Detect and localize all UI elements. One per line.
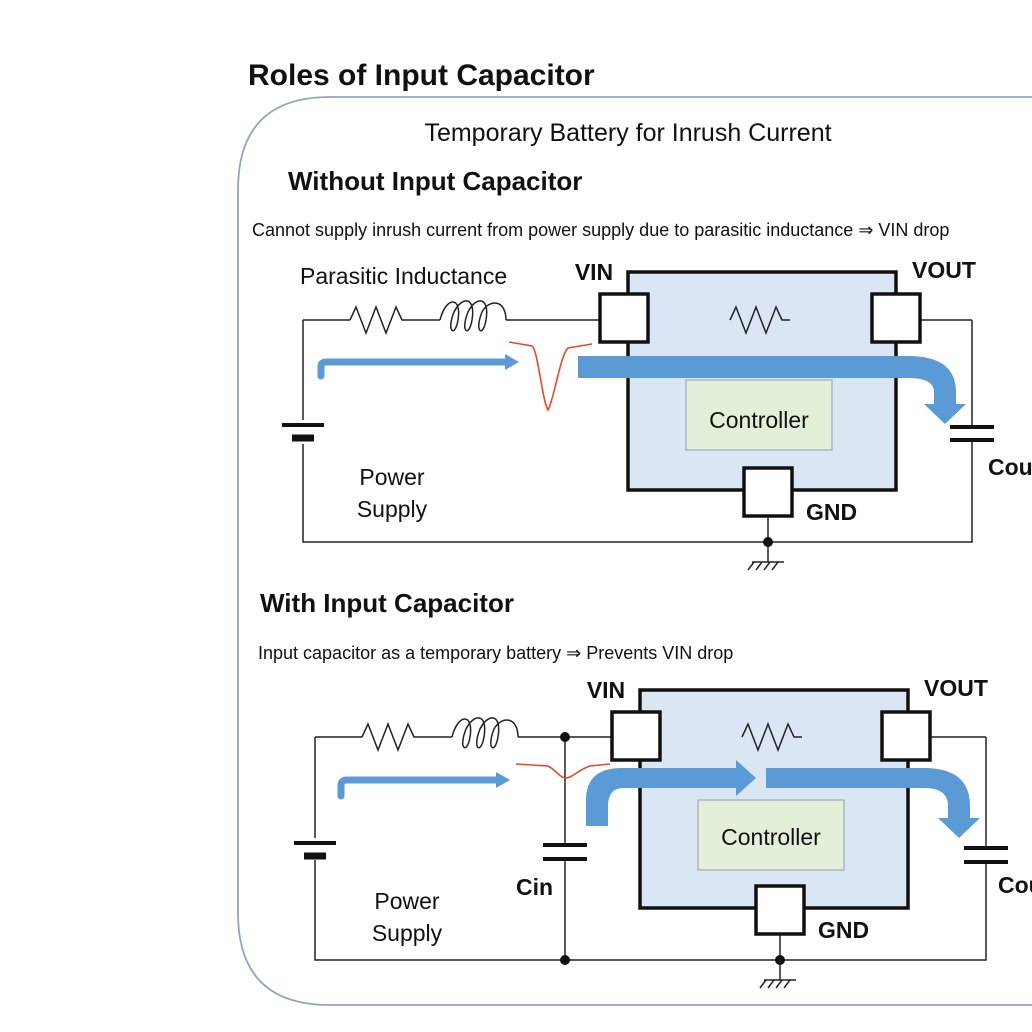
- without-cin-section: Without Input Capacitor Cannot supply in…: [252, 166, 1032, 571]
- ground-junction: [775, 955, 785, 965]
- vout-pin: [870, 292, 922, 344]
- parasitic-inductor-icon: [451, 717, 519, 749]
- power-supply-label-line1: Power: [374, 888, 440, 914]
- power-supply-label-line2: Supply: [357, 496, 428, 522]
- section-heading-with: With Input Capacitor: [260, 588, 514, 618]
- cout-capacitor-icon: [950, 425, 994, 442]
- cout-label: Cout: [988, 454, 1032, 480]
- ground-junction: [763, 537, 773, 547]
- section-description-without: Cannot supply inrush current from power …: [252, 220, 949, 240]
- power-supply-label-line1: Power: [359, 464, 425, 490]
- cin-label: Cin: [516, 874, 553, 900]
- vin-label: VIN: [587, 677, 625, 703]
- diagram-title: Roles of Input Capacitor: [248, 59, 595, 92]
- diagram-subtitle: Temporary Battery for Inrush Current: [424, 119, 831, 147]
- cin-top-junction: [560, 732, 570, 742]
- output-current-arrow: [766, 768, 980, 838]
- parasitic-resistor-icon: [361, 721, 420, 753]
- vout-pin: [880, 710, 932, 762]
- gnd-pin: [754, 884, 806, 936]
- vin-label: VIN: [575, 259, 613, 285]
- vout-label: VOUT: [912, 257, 976, 283]
- controller-label: Controller: [721, 824, 821, 850]
- vin-pin: [610, 710, 662, 762]
- outer-frame: [237, 96, 1032, 1006]
- cin-bottom-junction: [560, 955, 570, 965]
- vin-small-drop-waveform: [515, 763, 611, 779]
- with-cin-section: With Input Capacitor Input capacitor as …: [258, 588, 1032, 989]
- parasitic-resistor-icon: [349, 304, 408, 336]
- section-description-with: Input capacitor as a temporary battery ⇒…: [258, 643, 733, 663]
- supply-current-arrow: [317, 358, 509, 380]
- parasitic-inductor-icon: [439, 300, 507, 332]
- battery-icon: [294, 841, 336, 860]
- internal-resistor-icon: [729, 304, 790, 336]
- internal-resistor-icon: [741, 721, 802, 753]
- battery-icon: [282, 423, 324, 442]
- cin-supply-arrow: [586, 760, 756, 826]
- controller-box: [685, 379, 833, 451]
- cout-capacitor-icon: [964, 846, 1008, 864]
- gnd-pin: [742, 466, 794, 518]
- parasitic-inductance-label: Parasitic Inductance: [300, 263, 507, 289]
- cin-capacitor-icon: [543, 843, 587, 861]
- ic-block: [638, 688, 910, 910]
- inrush-current-arrow: [578, 356, 966, 424]
- vin-drop-waveform: [508, 341, 593, 412]
- gnd-label: GND: [806, 499, 857, 525]
- cout-label: Cout: [998, 872, 1032, 898]
- power-supply-label-line2: Supply: [372, 920, 443, 946]
- vout-label: VOUT: [924, 675, 988, 701]
- gnd-label: GND: [818, 917, 869, 943]
- controller-box: [697, 799, 845, 871]
- controller-label: Controller: [709, 407, 809, 433]
- section-heading-without: Without Input Capacitor: [288, 166, 582, 196]
- vin-pin: [598, 292, 650, 344]
- ground-icon: [759, 979, 796, 989]
- supply-current-arrow: [337, 776, 500, 800]
- ground-icon: [747, 561, 784, 571]
